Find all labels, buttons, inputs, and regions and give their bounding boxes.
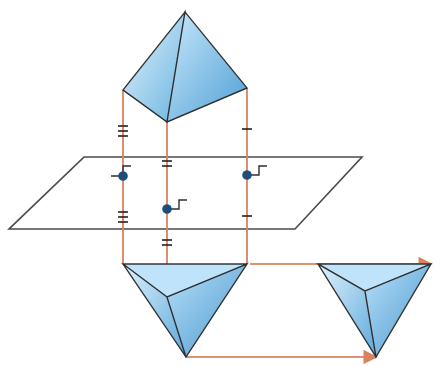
top-pyramid [122, 9, 249, 124]
translated-pyramid [315, 262, 433, 359]
equal-length-ticks [118, 125, 252, 246]
symmetry-plane [7, 156, 364, 230]
intersection-points [118, 170, 252, 214]
reflected-pyramid [121, 262, 249, 359]
right-angle-markers [111, 165, 267, 210]
